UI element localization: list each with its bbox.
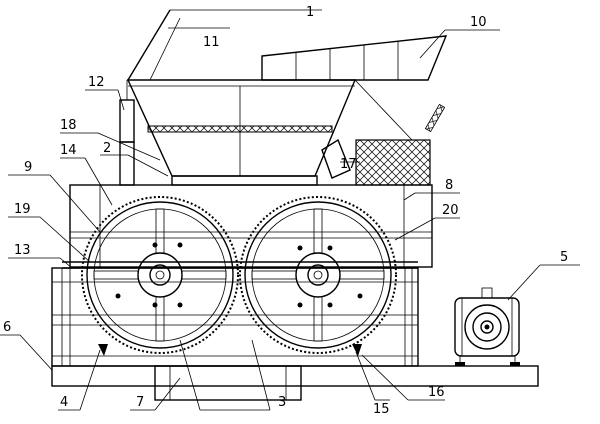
- label-15: 15: [373, 402, 390, 417]
- right-gear: [239, 196, 397, 354]
- label-10: 10: [470, 15, 487, 30]
- label-14: 14: [60, 143, 77, 158]
- part-labels: 1 10 11 12 18 2 14 17 9 8 19 20 13 5 6 1…: [3, 5, 568, 417]
- motor: [454, 287, 520, 367]
- label-7: 7: [136, 395, 144, 410]
- label-6: 6: [3, 320, 11, 335]
- left-gear: [81, 196, 239, 354]
- feet: [98, 344, 362, 356]
- label-17: 17: [340, 157, 357, 172]
- bolts: [115, 242, 363, 308]
- label-16: 16: [428, 385, 445, 400]
- label-8: 8: [445, 178, 453, 193]
- label-5: 5: [560, 250, 568, 265]
- label-1: 1: [306, 5, 314, 20]
- hopper: [126, 79, 357, 177]
- support-frame: [51, 267, 419, 367]
- side-column: [119, 79, 140, 186]
- base-frame: [51, 365, 539, 401]
- shaft-beam: [62, 261, 418, 269]
- label-11: 11: [203, 35, 220, 50]
- label-13: 13: [14, 243, 31, 258]
- label-20: 20: [442, 203, 459, 218]
- label-18: 18: [60, 118, 77, 133]
- label-12: 12: [88, 75, 105, 90]
- conveyor: [261, 35, 448, 141]
- label-3: 3: [278, 395, 286, 410]
- label-2: 2: [103, 141, 111, 156]
- upper-frame: [69, 175, 433, 268]
- label-19: 19: [14, 202, 31, 217]
- label-9: 9: [24, 160, 32, 175]
- screen-block: [355, 139, 431, 186]
- side-discharge: [321, 138, 351, 179]
- label-4: 4: [60, 395, 68, 410]
- leader-lines: [0, 9, 580, 411]
